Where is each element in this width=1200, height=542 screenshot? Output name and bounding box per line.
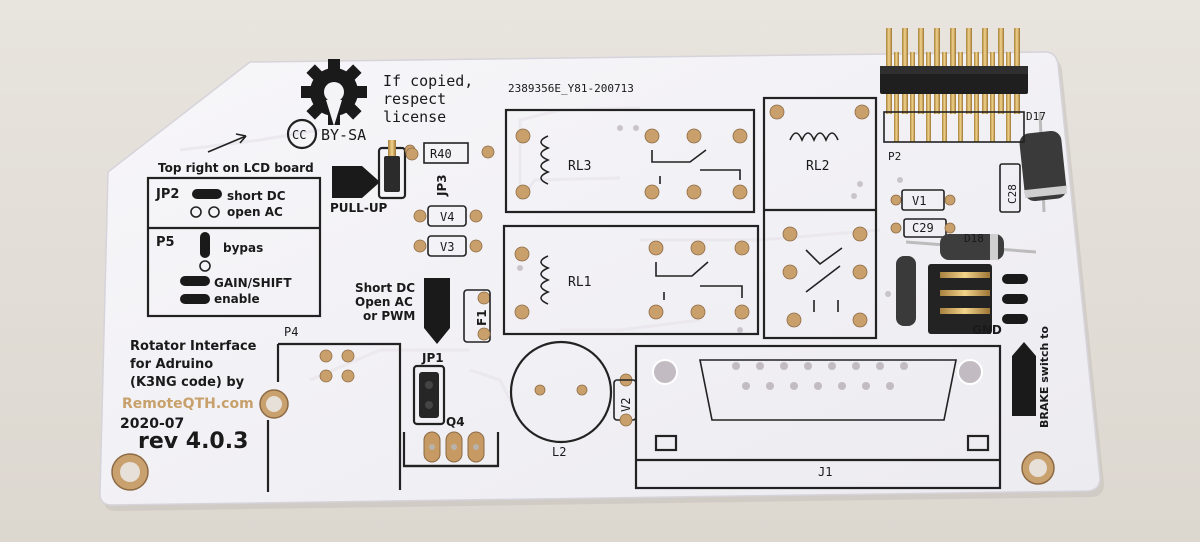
f1-fuse xyxy=(463,289,491,343)
j1-connector xyxy=(634,344,1002,490)
board-vias xyxy=(517,125,903,333)
svg-text:CC: CC xyxy=(292,128,306,142)
closed-jumper-icon xyxy=(192,189,222,199)
pin-header-lower xyxy=(896,256,1028,334)
revision-label: rev 4.0.3 xyxy=(138,429,248,454)
open-hardware-gear-icon xyxy=(301,59,367,126)
mounting-hole-right xyxy=(1021,451,1055,485)
creative-commons-icon: CC xyxy=(286,118,318,150)
jp1-label: JP1 xyxy=(421,351,444,365)
c28-capacitor xyxy=(999,163,1021,213)
r40-resistor xyxy=(405,142,495,164)
p5-label: P5 xyxy=(156,235,175,250)
vertical-jumper-icon xyxy=(199,232,211,272)
pull-up-marker-icon xyxy=(332,166,380,198)
q4-label: Q4 xyxy=(446,415,465,429)
v3-component xyxy=(413,235,483,257)
lcd-board-note: Top right on LCD board xyxy=(158,161,314,175)
c28-label: C28 xyxy=(1006,184,1019,204)
title-line-3: (K3NG code) by xyxy=(130,375,245,390)
j1-label: J1 xyxy=(818,465,832,479)
rl3-relay xyxy=(504,108,756,214)
jp3-label: JP3 xyxy=(435,174,449,197)
mounting-hole-mid xyxy=(259,389,289,419)
v1-component xyxy=(890,189,956,211)
v4-component xyxy=(413,205,483,227)
p4-connector xyxy=(266,342,402,492)
v2-label: V2 xyxy=(619,398,633,412)
short-dc-label: short DC xyxy=(227,189,286,203)
gain-shift-label: GAIN/SHIFT xyxy=(214,276,292,290)
jumper-config-box: JP2 short DC open AC P5 bypas GAIN/SHIFT… xyxy=(146,176,322,318)
jp1-header xyxy=(412,364,446,426)
gnd-label: GND xyxy=(972,323,1002,337)
title-line-2: for Adruino xyxy=(130,357,213,372)
rl2-label: RL2 xyxy=(806,159,829,174)
title-line-1: Rotator Interface xyxy=(130,339,257,354)
f1-label: F1 xyxy=(475,309,489,326)
p2-label: P2 xyxy=(888,150,901,163)
jp2-label: JP2 xyxy=(155,187,179,202)
enable-label: enable xyxy=(214,292,260,306)
short-dc-line-3: or PWM xyxy=(363,309,415,323)
d17-diode xyxy=(1019,111,1068,213)
l2-label: L2 xyxy=(552,445,566,459)
r40-label: R40 xyxy=(430,147,452,161)
p4-label: P4 xyxy=(284,325,298,339)
open-jumper-icon xyxy=(190,206,220,218)
p2-pin-header xyxy=(880,28,1028,143)
v3-label: V3 xyxy=(440,240,454,254)
v1-label: V1 xyxy=(912,194,926,208)
mounting-hole-left xyxy=(111,453,149,491)
d18-diode xyxy=(905,234,1037,260)
arrow-down-marker-icon xyxy=(424,278,450,344)
open-ac-label: open AC xyxy=(227,205,283,219)
gain-jumper-icon xyxy=(180,276,210,304)
d18-label: D18 xyxy=(964,232,984,245)
title-block: Rotator Interface for Adruino (K3NG code… xyxy=(120,339,257,454)
d17-label: D17 xyxy=(1026,110,1046,123)
license-line-3: license xyxy=(383,108,446,126)
rl2-relay xyxy=(762,96,878,340)
bypas-label: bypas xyxy=(223,241,263,255)
rl1-label: RL1 xyxy=(568,275,591,290)
c29-label: C29 xyxy=(912,221,934,235)
c29-capacitor xyxy=(890,218,956,238)
order-code: 2389356E_Y81-200713 xyxy=(508,82,634,95)
short-dc-line-2: Open AC xyxy=(355,295,413,309)
license-line-1: If copied, xyxy=(383,72,473,90)
remoteqth-url: RemoteQTH.com xyxy=(122,396,254,412)
arrow-up-marker-icon xyxy=(1012,342,1036,416)
license-line-2: respect xyxy=(383,90,446,108)
rl1-relay xyxy=(502,224,760,336)
release-date: 2020-07 xyxy=(120,416,184,432)
brake-label: BRAKE switch to xyxy=(1038,326,1051,428)
arrow-up-right-icon xyxy=(207,133,247,153)
q4-transistor xyxy=(402,431,500,468)
by-sa-label: BY-SA xyxy=(321,126,366,144)
v4-label: V4 xyxy=(440,210,454,224)
short-dc-line-1: Short DC xyxy=(355,281,415,295)
pull-up-label: PULL-UP xyxy=(330,201,388,215)
rl3-label: RL3 xyxy=(568,159,591,174)
l2-inductor xyxy=(509,340,613,444)
